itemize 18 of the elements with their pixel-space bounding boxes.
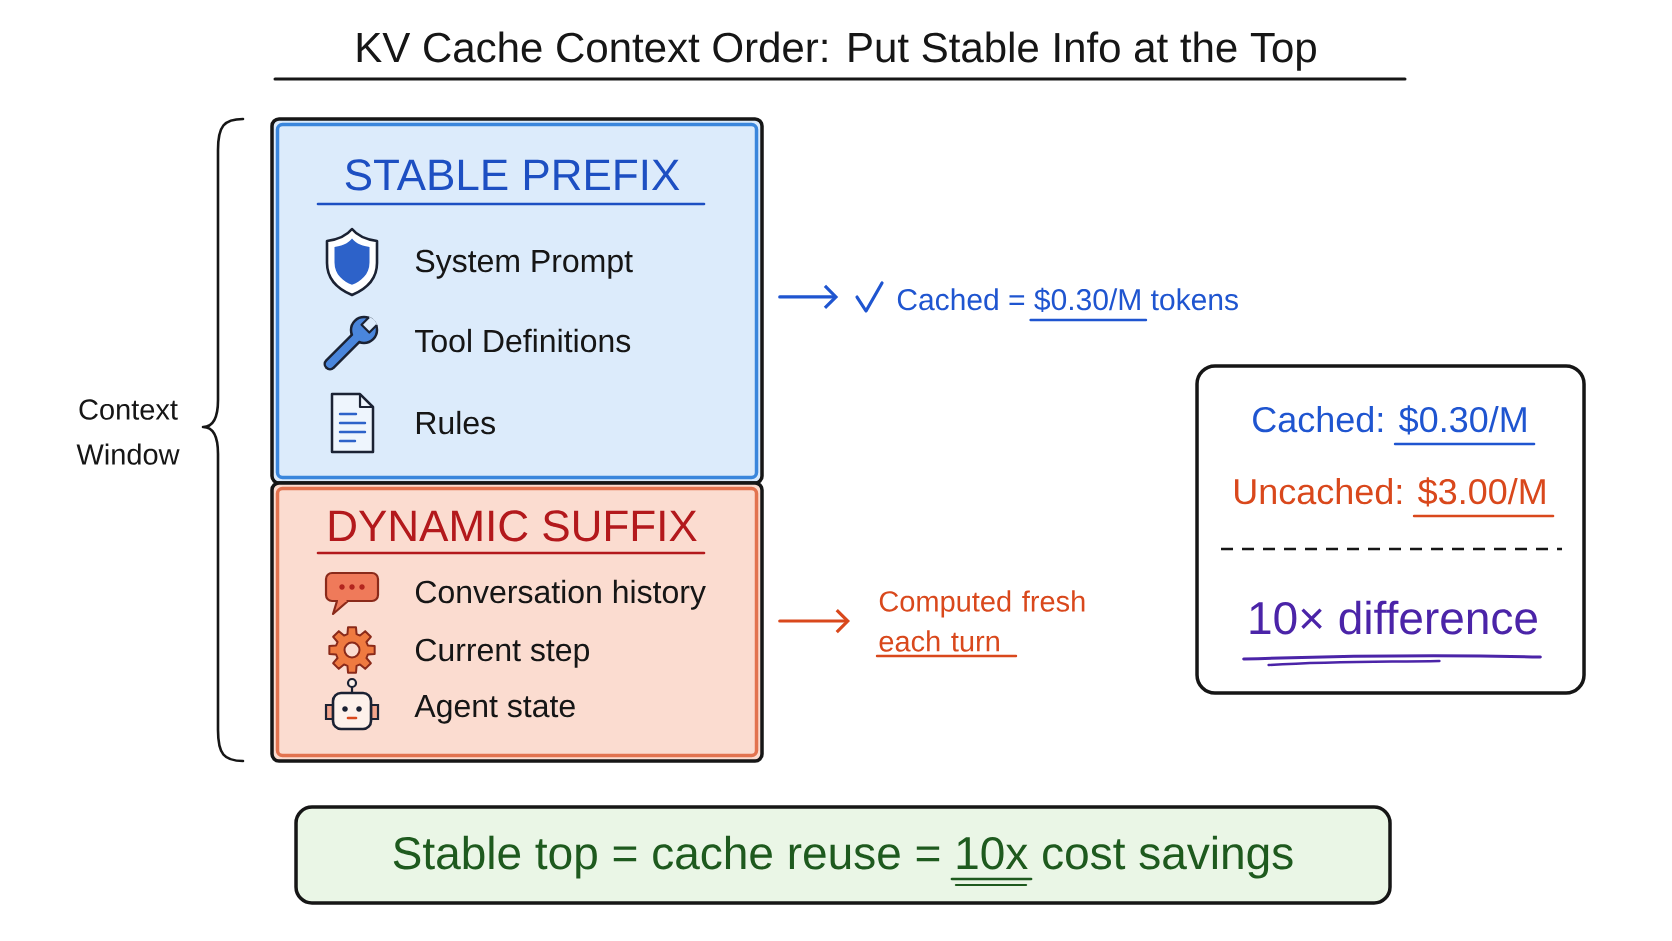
price-label: Uncached: $3.00/M bbox=[1235, 477, 1555, 518]
brace-label: Context Window bbox=[76, 399, 180, 465]
item-label: Current step bbox=[415, 638, 589, 668]
summary-banner: Stable top = cache reuse = 10x cost savings bbox=[294, 805, 1392, 905]
item-label: Conversation history bbox=[415, 579, 706, 610]
item-label: System Prompt bbox=[415, 249, 633, 279]
title: KV Cache Context Order: Put Stable Info at the Top bbox=[273, 31, 1407, 81]
section-heading: STABLE PREFIX bbox=[316, 159, 706, 206]
annotation-text: Cached = $0.30/M tokens bbox=[897, 287, 1238, 322]
arrow bbox=[778, 284, 839, 310]
section-heading: DYNAMIC SUFFIX bbox=[316, 510, 706, 555]
ratio-label: 10× difference bbox=[1242, 600, 1542, 667]
item-label: Rules bbox=[416, 410, 495, 435]
arrow bbox=[778, 608, 850, 634]
price-label: Cached: $0.30/M bbox=[1253, 405, 1536, 446]
annotation-text: Computed fresh each turn bbox=[875, 590, 1085, 658]
item-label: Tool Definitions bbox=[415, 328, 631, 353]
item-label: Agent state bbox=[414, 695, 575, 724]
